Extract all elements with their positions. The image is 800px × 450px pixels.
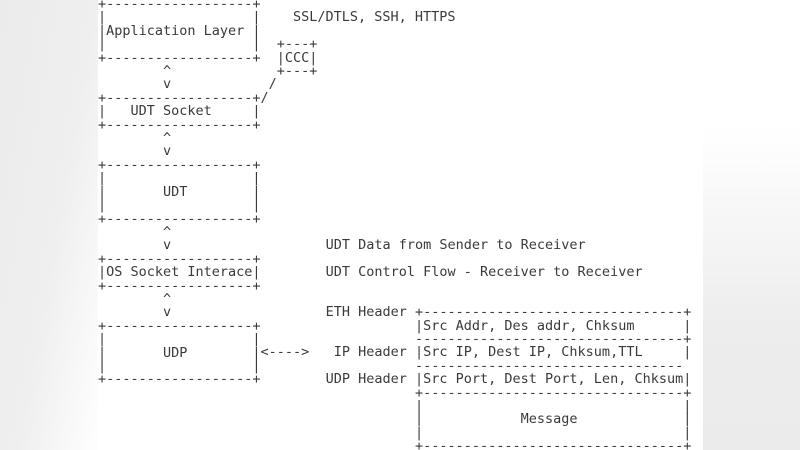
ssl-protocols-label: SSL/DTLS, SSH, HTTPS <box>293 9 456 26</box>
ccc-connector: / / <box>260 76 277 106</box>
udp-ip-arrow: <----> <box>260 344 310 361</box>
protocol-stack-ascii: +------------------+ | | |Application La… <box>98 0 261 388</box>
left-gradient-bar <box>0 0 98 450</box>
udt-data-flow-label: UDT Data from Sender to Receiver <box>325 237 586 254</box>
udt-control-flow-label: UDT Control Flow - Receiver to Receiver <box>325 264 643 280</box>
ccc-box: +---+ |CCC| +---+ <box>276 36 318 79</box>
right-gradient-bar <box>703 0 800 450</box>
packet-header-stack: ETH Header +----------------------------… <box>325 304 692 450</box>
